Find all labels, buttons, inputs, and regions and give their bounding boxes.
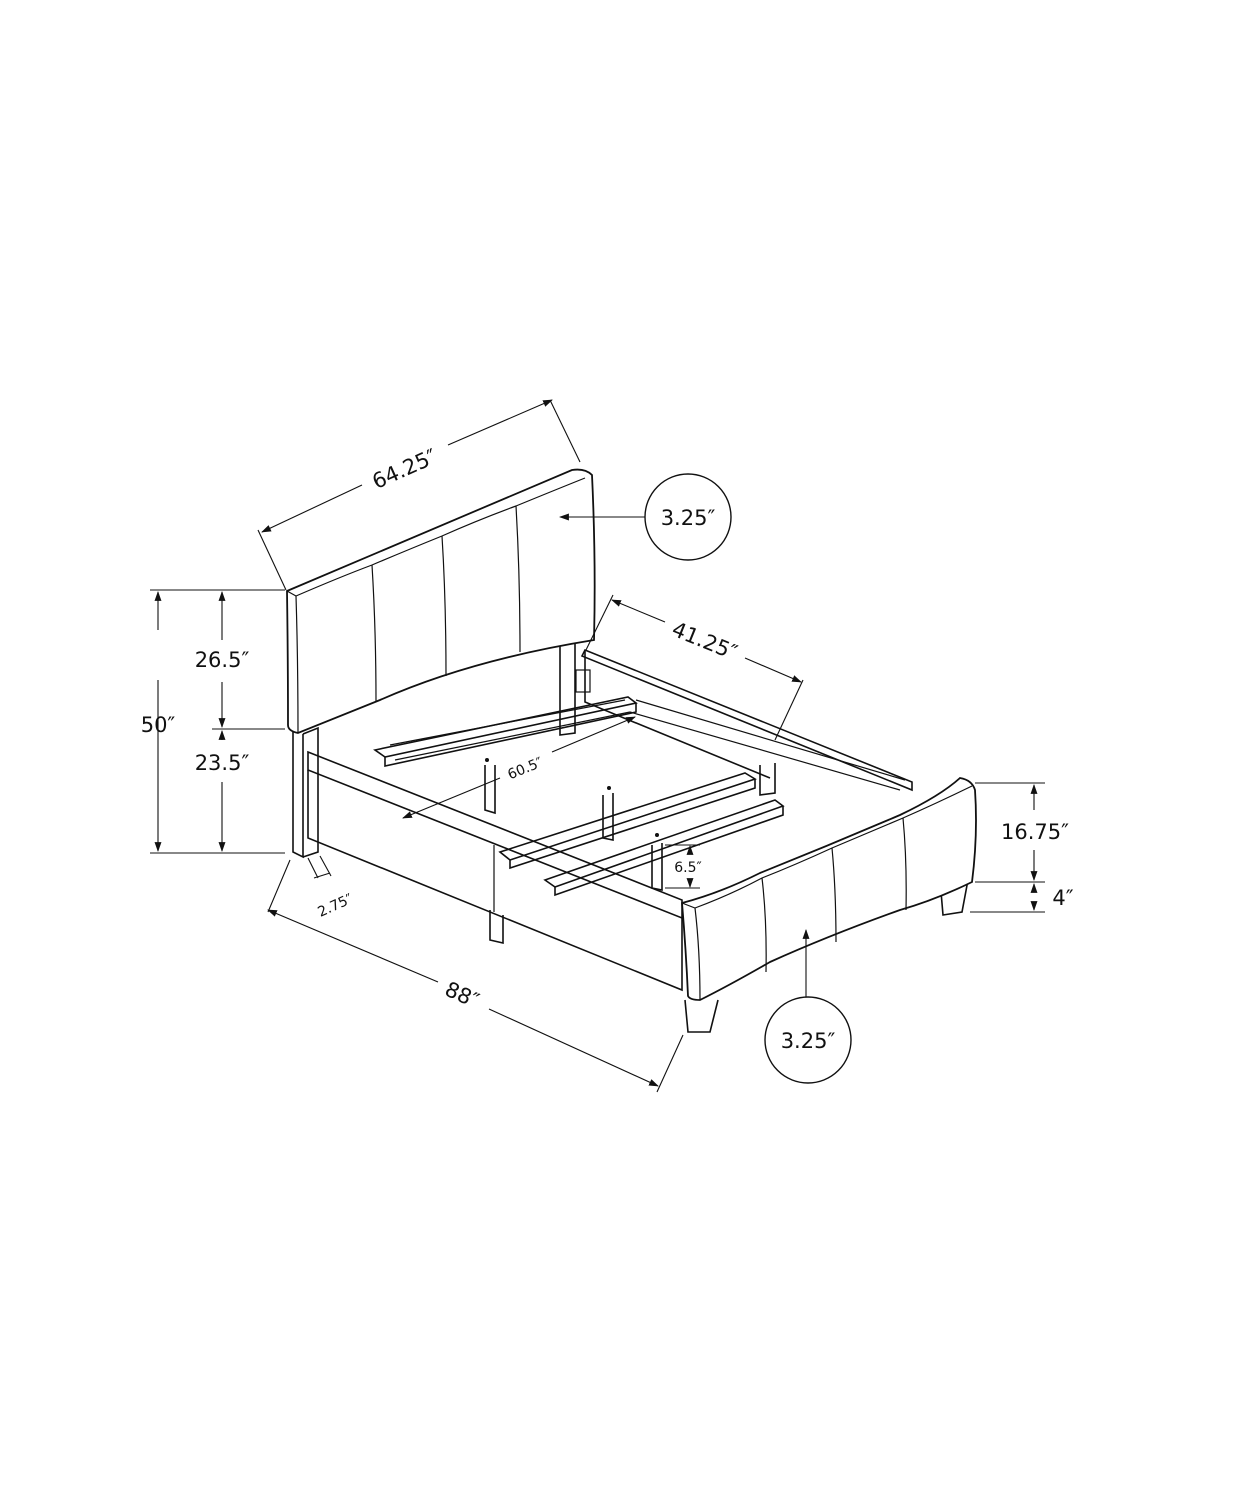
- headboard-thickness-label: 3.25″: [661, 506, 716, 530]
- footboard-thickness-callout: [764, 996, 852, 1084]
- overall-height-label: 50″: [141, 713, 176, 737]
- dimension-lines: [150, 399, 1045, 1093]
- headboard-panel-height-label: 26.5″: [195, 648, 250, 672]
- headboard: [286, 468, 596, 859]
- leg-width-label: 2.75″: [316, 891, 356, 920]
- headboard-thickness-callout: [644, 473, 732, 561]
- inner-length-label: 60.5″: [506, 755, 546, 783]
- headboard-width-label: 64.25″: [369, 444, 441, 494]
- headboard-leg-height-label: 23.5″: [195, 751, 250, 775]
- footboard: [681, 777, 977, 1033]
- footboard-thickness-label: 3.25″: [781, 1029, 836, 1053]
- bed-frame: [307, 648, 913, 992]
- center-leg-height-label: 6.5″: [674, 860, 702, 876]
- footboard-leg-height-label: 4″: [1052, 886, 1073, 910]
- inner-width-label: 41.25″: [669, 617, 741, 665]
- footboard-height-label: 16.75″: [1001, 820, 1069, 844]
- overall-length-label: 88″: [441, 977, 482, 1013]
